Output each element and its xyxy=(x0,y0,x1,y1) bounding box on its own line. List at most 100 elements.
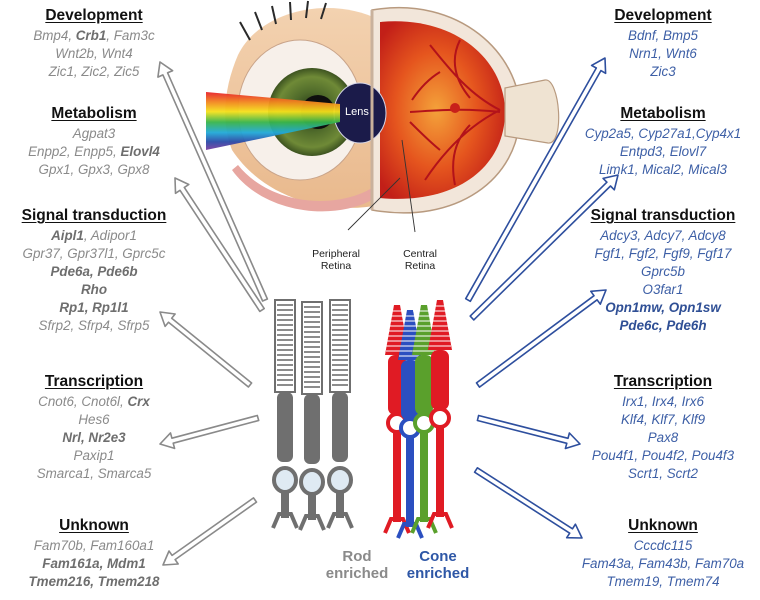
gene-name: Zic1, Zic2, Zic5 xyxy=(48,64,140,79)
gene-list-line: Fam43a, Fam43b, Fam70a xyxy=(566,555,760,573)
gene-list-line: Smarca1, Smarca5 xyxy=(0,465,188,483)
gene-name: Fam43a, Fam43b, Fam70a xyxy=(581,556,745,571)
gene-name: Agpat3 xyxy=(72,126,116,141)
gene-list-line: Tmem19, Tmem74 xyxy=(566,573,760,591)
gene-name-bold: Crb1 xyxy=(75,28,107,43)
gene-name: Paxip1 xyxy=(73,448,115,463)
gene-list-line: Gprc5b xyxy=(566,263,760,281)
rod-arrow-5 xyxy=(162,497,258,566)
gene-name: Tmem19, Tmem74 xyxy=(606,574,720,589)
gene-list-line: Tmem216, Tmem218 xyxy=(0,573,188,591)
gene-name: Cnot6, Cnot6l, xyxy=(38,394,128,409)
peripheral-retina-label-line2: Retina xyxy=(320,260,352,272)
gene-list-line: Zic3 xyxy=(566,63,760,81)
gene-list-line: Rp1, Rp1l1 xyxy=(0,299,188,317)
gene-name: Entpd3, Elovl7 xyxy=(619,144,707,159)
rod-enriched-label-line2: enriched xyxy=(325,565,389,582)
rod-nucleus xyxy=(327,466,353,494)
gene-name: , Adipor1 xyxy=(83,228,137,243)
rod-enriched-label-line1: Rod xyxy=(342,548,372,565)
gene-name: Gprc5b xyxy=(641,264,685,279)
rod-synaptic-terminal xyxy=(298,514,326,531)
cone-axon xyxy=(406,437,414,527)
gene-name-bold: Fam161a, Mdm1 xyxy=(42,556,146,571)
optic-nerve xyxy=(504,79,560,144)
gene-list-line: Bdnf, Bmp5 xyxy=(566,27,760,45)
gene-name: Fgf1, Fgf2, Fgf9, Fgf17 xyxy=(594,246,732,261)
cone-inner-segment xyxy=(401,360,419,420)
gene-list-line: Opn1mw, Opn1sw xyxy=(566,299,760,317)
cone-axon xyxy=(393,432,401,522)
cone-enriched-label-line1: Cone xyxy=(419,548,457,565)
gene-list-line: Fgf1, Fgf2, Fgf9, Fgf17 xyxy=(566,245,760,263)
photoreceptor-cells xyxy=(271,299,454,539)
rod-outer-segment xyxy=(301,301,323,395)
cone-axon xyxy=(420,432,428,522)
rod-synaptic-terminal xyxy=(271,512,299,529)
cone-enriched-label-line2: enriched xyxy=(406,565,470,582)
right-panel-title: Metabolism xyxy=(620,105,706,122)
gene-name: Adcy3, Adcy7, Adcy8 xyxy=(600,228,726,243)
gene-name: Nrn1, Wnt6 xyxy=(629,46,697,61)
gene-name: Scrt1, Scrt2 xyxy=(628,466,698,481)
left-panel-title: Development xyxy=(45,7,143,24)
gene-name: Klf4, Klf7, Klf9 xyxy=(620,412,706,427)
gene-list-line: Aipl1, Adipor1 xyxy=(0,227,188,245)
gene-name: , Fam3c xyxy=(106,28,155,43)
peripheral-retina-label-line1: Peripheral xyxy=(312,248,360,260)
right-panel-title: Unknown xyxy=(628,517,698,534)
gene-list-line: Rho xyxy=(0,281,188,299)
rod-outer-segment xyxy=(329,299,351,393)
gene-list-line: Nrn1, Wnt6 xyxy=(566,45,760,63)
gene-list-line: Cccdc115 xyxy=(566,537,760,555)
rod-inner-segment xyxy=(277,392,293,462)
gene-list-line: Zic1, Zic2, Zic5 xyxy=(0,63,188,81)
gene-list-line: Cyp2a5, Cyp27a1,Cyp4x1 xyxy=(566,125,760,143)
rod-inner-segment xyxy=(304,394,320,464)
cone-enriched-label: Cone enriched xyxy=(402,548,474,582)
gene-list-line: Bmp4, Crb1, Fam3c xyxy=(0,27,188,45)
cone-nucleus xyxy=(429,407,451,429)
rod-inner-segment xyxy=(332,392,348,462)
rod-arrow-3 xyxy=(159,311,253,388)
cone-axon xyxy=(436,427,444,517)
gene-list-line: Agpat3 xyxy=(0,125,188,143)
cone-inner-segment xyxy=(431,350,449,410)
gene-list-line: Scrt1, Scrt2 xyxy=(566,465,760,483)
gene-name-bold: Rp1, Rp1l1 xyxy=(59,300,129,315)
gene-list-line: Pde6a, Pde6b xyxy=(0,263,188,281)
gene-name-bold: Pde6a, Pde6b xyxy=(50,264,138,279)
central-retina-label: Central Retina xyxy=(392,248,448,272)
lens-label: Lens xyxy=(345,106,369,118)
rod-outer-segment xyxy=(274,299,296,393)
gene-name: Zic3 xyxy=(650,64,676,79)
gene-name-bold: Crx xyxy=(127,394,150,409)
gene-list-line: Irx1, Irx4, Irx6 xyxy=(566,393,760,411)
cone-synaptic-terminal xyxy=(396,522,424,539)
left-panel-title: Unknown xyxy=(59,517,129,534)
left-panel-title: Signal transduction xyxy=(21,207,167,224)
central-retina-leader xyxy=(401,139,416,233)
gene-name: Smarca1, Smarca5 xyxy=(36,466,152,481)
cone-inner-segment xyxy=(415,355,433,415)
gene-name-bold: Opn1mw, Opn1sw xyxy=(605,300,721,315)
fovea xyxy=(450,103,460,113)
right-panel-title: Transcription xyxy=(613,373,713,390)
rod-synaptic-terminal xyxy=(326,512,354,529)
gene-name: Limk1, Mical2, Mical3 xyxy=(599,162,727,177)
peripheral-retina-label: Peripheral Retina xyxy=(300,248,372,272)
gene-list-line: Enpp2, Enpp5, Elovl4 xyxy=(0,143,188,161)
gene-name: Wnt2b, Wnt4 xyxy=(55,46,133,61)
peripheral-retina-leader xyxy=(347,177,401,231)
left-panel-title: Metabolism xyxy=(51,105,137,122)
rod-arrow-4 xyxy=(159,414,260,450)
gene-name-bold: Nrl, Nr2e3 xyxy=(62,430,126,445)
gene-list-line: Gpr37, Gpr37l1, Gprc5c xyxy=(0,245,188,263)
